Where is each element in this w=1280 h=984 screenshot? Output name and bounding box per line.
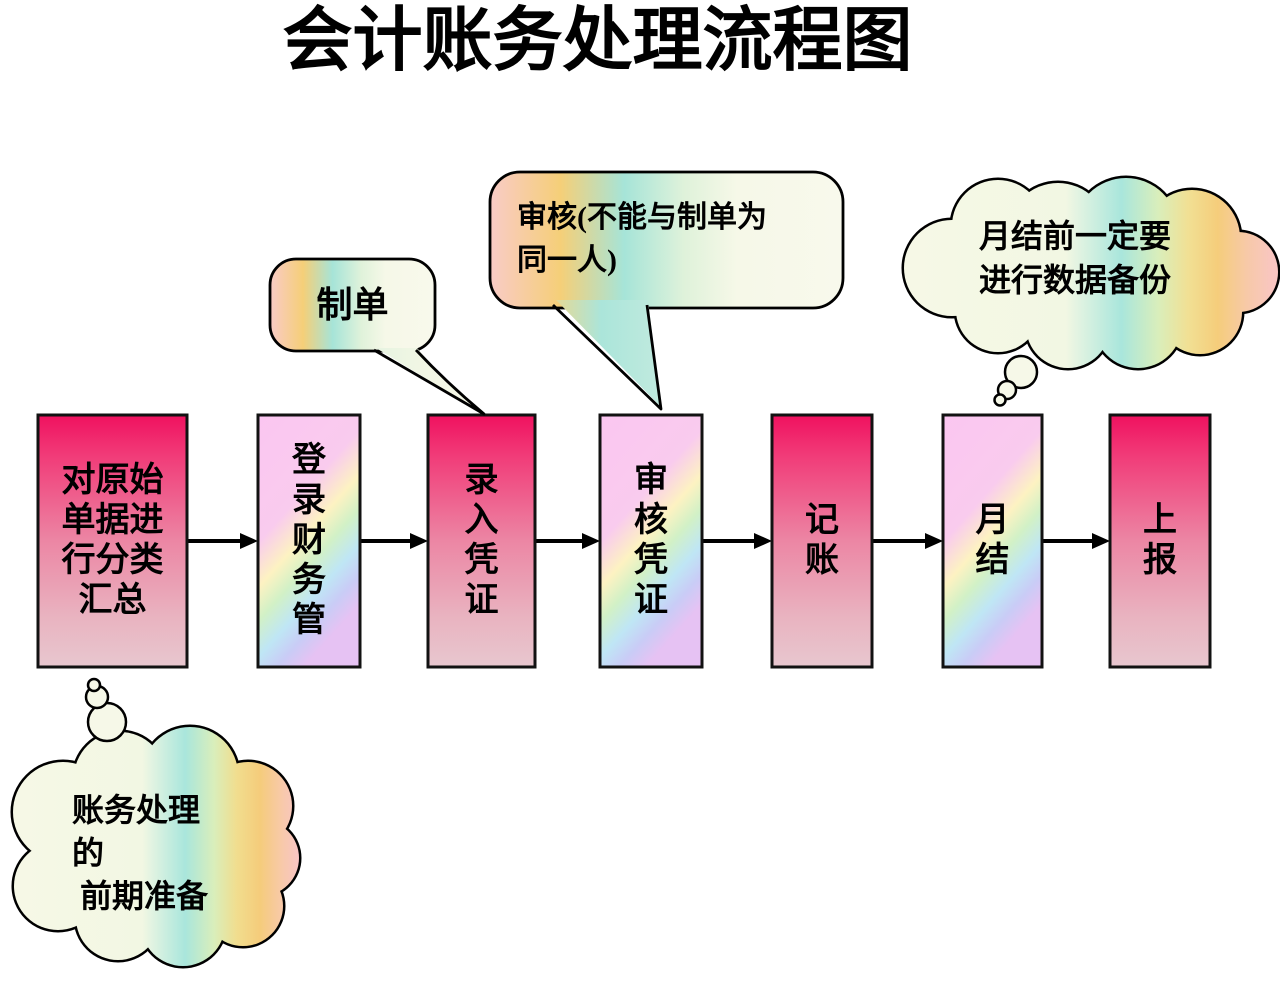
- callout-review-rule-shape: [488, 170, 845, 411]
- arrow-right-icon: [187, 533, 258, 549]
- box-label-month-end: 月 结: [975, 502, 1010, 579]
- box-label-report: 上 报: [1143, 502, 1177, 579]
- page-title: 会计账务处理流程图: [282, 3, 913, 80]
- arrow-right-icon: [702, 533, 772, 549]
- cloud-backup-label: 月结前一定要 进行数据备份: [978, 218, 1171, 298]
- arrow-right-icon: [360, 533, 428, 549]
- flow-box-shapes: [36, 413, 1212, 669]
- callout-make-voucher-label: 制单: [316, 285, 389, 325]
- box-review-voucher-shape: [598, 413, 704, 669]
- cloud-prep-label: 账务处理 的 前期准备: [72, 792, 209, 914]
- thought-bubble-trail: [84, 677, 128, 743]
- box-label-login: 登 录 财 务 管: [292, 442, 326, 639]
- box-login-shape: [256, 413, 362, 669]
- arrow-right-icon: [872, 533, 943, 549]
- box-label-enter-voucher: 录 入 凭 证: [464, 462, 499, 619]
- thought-cloud-prep-shape: [13, 677, 299, 966]
- box-label-review-voucher: 审 核 凭 证: [634, 462, 668, 619]
- box-month-end-shape: [941, 413, 1044, 669]
- thought-bubble-trail: [993, 354, 1039, 407]
- arrow-right-icon: [535, 533, 600, 549]
- box-bookkeeping-shape: [770, 413, 874, 669]
- box-label-bookkeeping: 记 账: [805, 502, 839, 579]
- box-classify-shape: [36, 413, 189, 669]
- arrow-right-icon: [1042, 533, 1110, 549]
- callout-review-rule-label: 审核(不能与制单为 同一人): [517, 201, 767, 277]
- box-enter-voucher-shape: [426, 413, 537, 669]
- thought-cloud-backup-shape: [904, 178, 1278, 407]
- flow-arrows: [187, 533, 1110, 549]
- box-label-classify: 对原始 单据进 行分类 汇总: [61, 462, 164, 619]
- callout-make-voucher-shape: [268, 257, 486, 416]
- box-report-shape: [1108, 413, 1212, 669]
